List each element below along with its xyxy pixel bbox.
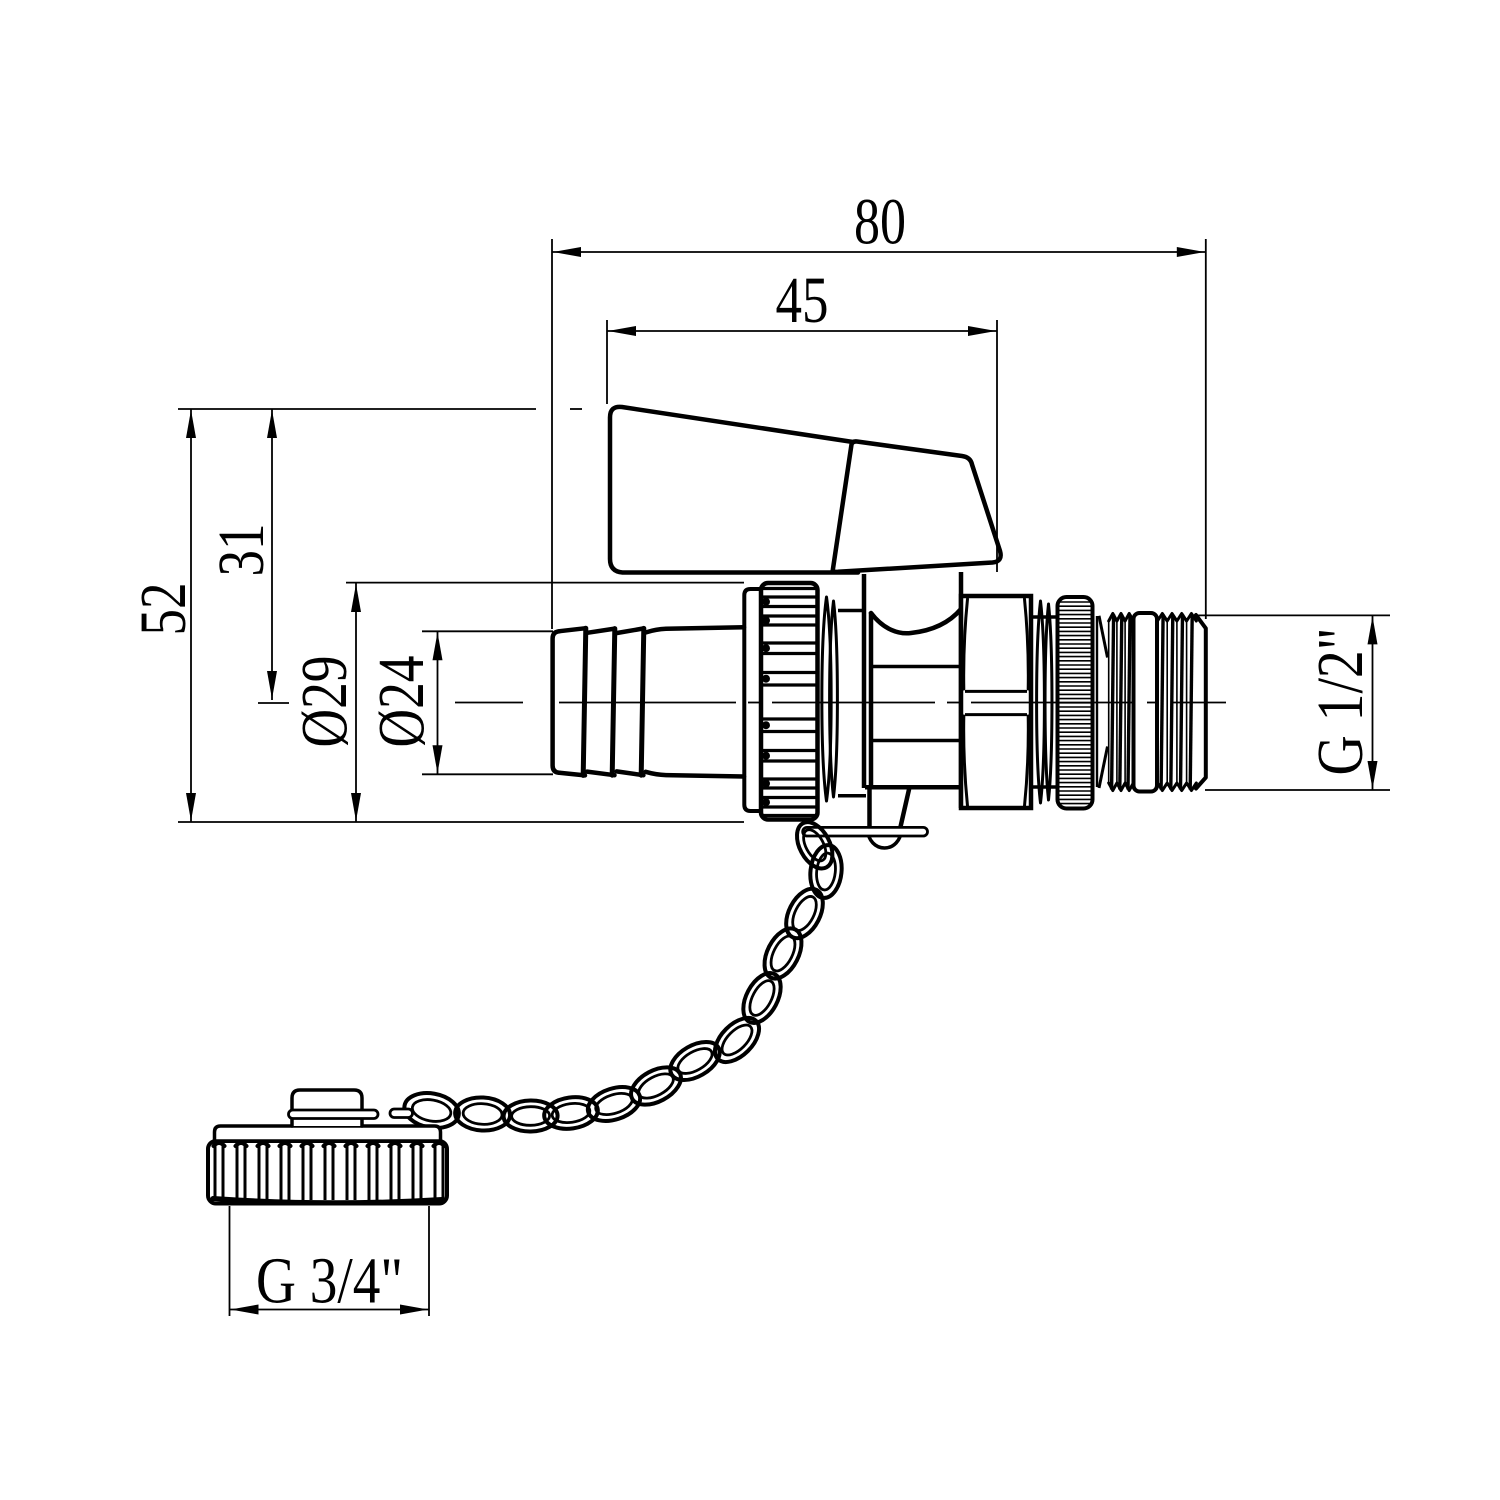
- svg-text:52: 52: [127, 583, 200, 636]
- svg-text:45: 45: [776, 264, 829, 337]
- svg-text:G 3/4": G 3/4": [256, 1245, 403, 1318]
- svg-text:G 1/2": G 1/2": [1304, 628, 1377, 776]
- svg-text:Ø29: Ø29: [288, 656, 361, 748]
- svg-text:31: 31: [205, 524, 278, 577]
- svg-text:Ø24: Ø24: [365, 656, 438, 748]
- svg-text:80: 80: [854, 186, 906, 259]
